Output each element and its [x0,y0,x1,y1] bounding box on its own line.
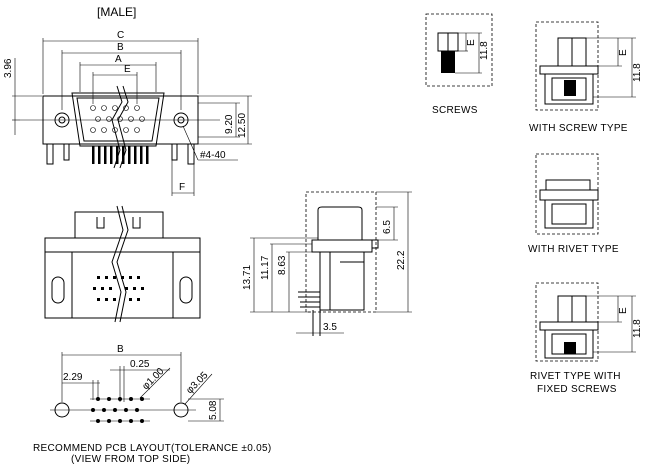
dim-thread-label: #4-40 [200,150,226,161]
rivet-fixed-caption-line1: RIVET TYPE WITH [530,371,621,382]
screw-type-caption: WITH SCREW TYPE [529,123,628,134]
rivet-fixed-body [544,329,594,359]
screws-dim-11-8-label: 11.8 [479,41,490,60]
front-leg-right-2 [171,143,178,161]
bottom-view-break-1 [111,205,124,323]
front-solder-tails [92,146,149,164]
screw-type-body [544,73,594,105]
rivet-type-body [544,199,594,229]
front-leg-left-2 [63,143,70,161]
dim-9-20-label: 9.20 [224,114,235,134]
front-dshell-inner [76,97,160,142]
screw-type-view: E 11.8 WITH SCREW TYPE [529,21,643,134]
bottom-view-pin-grid [93,276,144,301]
bottom-view-body [44,237,201,319]
front-leg-right [187,143,195,165]
screws-view: E 11.8 SCREWS [425,13,493,116]
front-view: C B A E 3.96 9.20 12.50 #4-40 [3,30,252,196]
rivet-fixed-thread [564,342,576,354]
front-leg-left [46,143,54,165]
bottom-view-mark-2 [132,217,141,229]
rivet-fixed-flange [539,321,599,331]
screw-type-dim-11-8-label: 11.8 [632,63,643,82]
drawing-title: [MALE] [97,5,136,19]
side-view: 13.71 11.17 8.63 6.5 22.2 3.5 [242,191,412,336]
rivet-fixed-dim-11-8-label: 11.8 [632,319,643,338]
side-view-flange [311,239,373,253]
pcb-dim-5-08-label: 5.08 [208,400,219,420]
dim-6-5-label: 6.5 [382,220,393,234]
rivet-fixed-caption-line2: FIXED SCREWS [537,384,617,395]
bottom-view-slot-right [179,276,193,304]
side-view-body [319,251,365,311]
bottom-view-mark-1 [96,217,105,229]
rivet-type-flange [539,189,599,201]
rivet-type-inner [551,203,587,225]
dim-22-2-label: 22.2 [396,250,407,270]
dim-e-label: E [124,64,131,75]
dim-8-63-label: 8.63 [277,255,288,275]
pcb-layout: B 0.25 2.29 φ1.00 φ3.05 5.08 RECOMMEND P… [33,344,271,465]
screw-type-dim-e-label: E [618,49,629,56]
front-pins [90,105,145,133]
front-dshell-outer [71,92,165,147]
dim-f-label: F [179,182,185,193]
screw-type-flange [539,65,599,75]
screws-thread [441,51,455,73]
dim-13-71-label: 13.71 [242,265,253,290]
screw-type-inner [551,77,587,101]
screw-type-thread [564,80,576,96]
rivet-type-caption: WITH RIVET TYPE [528,244,619,255]
bottom-view [44,205,201,323]
side-view-tab [371,239,379,249]
screws-outline [425,13,493,87]
dim-3-5-label: 3.5 [323,322,337,333]
rivet-fixed-dim-e-label: E [618,307,629,314]
screws-caption: SCREWS [432,105,478,116]
pcb-caption-line1: RECOMMEND PCB LAYOUT(TOLERANCE ±0.05) [33,443,271,454]
dim-3-96-label: 3.96 [3,58,14,78]
dim-b-label: B [117,42,124,53]
rivet-type-view: WITH RIVET TYPE [528,153,619,255]
pcb-dim-phi-3-05-label: φ3.05 [184,370,210,396]
dim-12-50-label: 12.50 [237,113,248,138]
pcb-dim-b-label: B [117,344,124,355]
dim-c-label: C [117,30,124,41]
screws-dim-e-label: E [466,39,477,46]
rivet-type-dshell [545,179,591,190]
bottom-view-break-2 [116,205,129,323]
rivet-fixed-view: E 11.8 RIVET TYPE WITH FIXED SCREWS [530,282,643,395]
pcb-dim-2-29-label: 2.29 [63,372,83,383]
pcb-dim-0-25-label: 0.25 [130,359,150,370]
bottom-view-slot-left [51,276,65,304]
side-view-dshell [317,206,363,241]
dim-a-label: A [115,54,122,65]
pcb-caption-line2: (VIEW FROM TOP SIDE) [71,454,190,465]
dim-11-17-label: 11.17 [260,255,271,280]
